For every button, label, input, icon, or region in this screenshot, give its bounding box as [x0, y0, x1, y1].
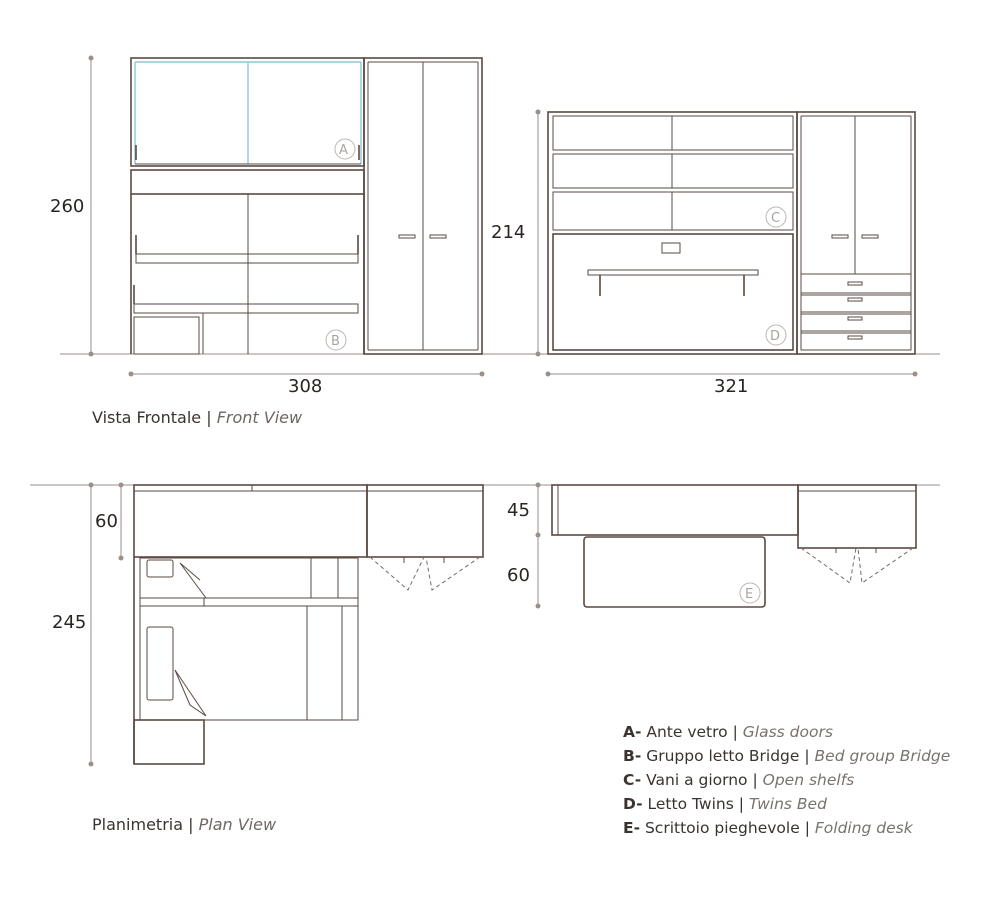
- svg-text:E: E: [745, 587, 753, 602]
- dimension-60-left: 60: [95, 511, 118, 532]
- legend: A- Ante vetro | Glass doors B- Gruppo le…: [623, 720, 950, 840]
- plan-view-left: 60 245: [30, 482, 515, 767]
- marker-b: B: [325, 329, 347, 351]
- legend-item-b: B- Gruppo letto Bridge | Bed group Bridg…: [623, 747, 951, 765]
- marker-c: C: [765, 206, 787, 228]
- front-view-separator: |: [206, 408, 212, 427]
- front-view-title: Vista Frontale: [92, 408, 202, 427]
- svg-text:D: D: [770, 329, 780, 344]
- wardrobe-left: [363, 57, 483, 355]
- folding-desk-plan: [583, 536, 766, 608]
- dimension-214: 214: [491, 222, 525, 243]
- plan-view-right: 45 60 E: [507, 482, 940, 609]
- dimension-60-right: 60: [507, 565, 530, 586]
- wardrobe-right: [796, 111, 916, 355]
- marker-d: D: [765, 324, 787, 346]
- marker-a: A: [334, 138, 356, 160]
- legend-item-e: E- Scrittoio pieghevole | Folding desk: [623, 819, 913, 837]
- svg-text:B: B: [331, 334, 340, 349]
- legend-item-a: A- Ante vetro | Glass doors: [623, 723, 833, 741]
- dimension-45: 45: [507, 500, 530, 521]
- plan-view-separator: |: [188, 815, 194, 834]
- front-view-subtitle: Front View: [216, 408, 303, 427]
- front-view-left: 260 308: [50, 55, 515, 397]
- marker-e: E: [739, 582, 761, 604]
- svg-text:C: C: [771, 211, 780, 226]
- front-view-caption: Vista Frontale | Front View: [92, 408, 302, 427]
- legend-item-d: D- Letto Twins | Twins Bed: [623, 795, 827, 813]
- plan-view-title: Planimetria: [92, 815, 184, 834]
- plan-view-subtitle: Plan View: [198, 815, 277, 834]
- svg-text:A: A: [339, 143, 348, 158]
- plan-view-caption: Planimetria | Plan View: [92, 815, 276, 834]
- legend-item-c: C- Vani a giorno | Open shelfs: [623, 771, 855, 789]
- dimension-321: 321: [714, 376, 748, 397]
- dimension-308: 308: [288, 376, 322, 397]
- dimension-245: 245: [52, 612, 86, 633]
- front-view-right: 214 321: [491, 109, 940, 397]
- folding-bed: [552, 233, 794, 351]
- dimension-260: 260: [50, 196, 84, 217]
